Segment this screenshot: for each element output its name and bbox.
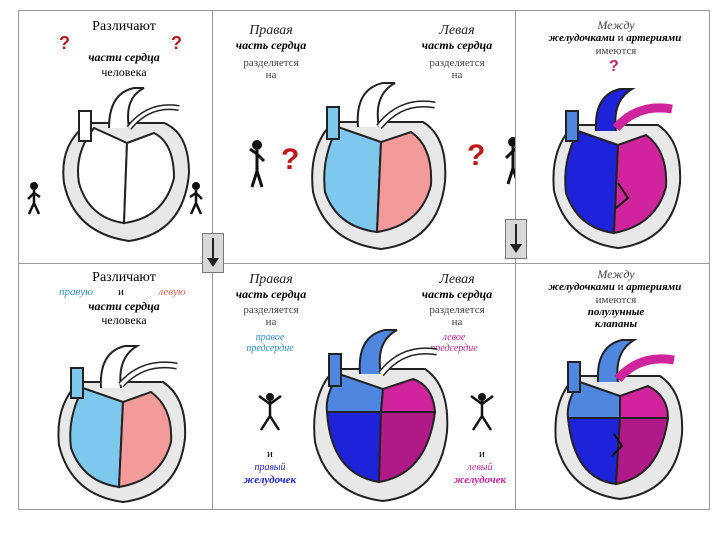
right-label: правую [51, 286, 101, 298]
heart-diagram-icon [51, 340, 191, 505]
left-part-subtitle: часть сердца [407, 288, 507, 301]
between-label: Между [576, 19, 656, 32]
heart-diagram-icon [305, 324, 455, 504]
right-part-subtitle: часть сердца [221, 288, 321, 301]
between-line: желудочками и артериями [520, 281, 710, 293]
valves-label: клапаны [556, 318, 676, 330]
left-part-title: Левая [417, 23, 497, 38]
stick-figure-icon [505, 136, 515, 186]
panel-heart-chambers-answer: Правая часть сердца разделяется на право… [213, 264, 515, 511]
panel-heart-parts-question: Различают ? ? части сердца человека [19, 11, 212, 263]
panel-heart-parts-answer: Различают правую и левую части сердца че… [19, 264, 212, 511]
arteries-label: артериями [626, 281, 681, 293]
left-part-divides: разделяется [407, 304, 507, 316]
right-part-divides: разделяется [221, 57, 321, 69]
semilunar-label: полулунные [556, 306, 676, 318]
right-part-title: Правая [231, 272, 311, 287]
left-part-subtitle: часть сердца [407, 39, 507, 52]
panel-title: Различают [79, 19, 169, 34]
ventricles-label: желудочками [549, 281, 615, 293]
stick-figure-icon [189, 181, 203, 215]
panel-title: Различают [79, 270, 169, 285]
label-human: человека [69, 314, 179, 327]
ventricles-label: желудочками [549, 32, 615, 44]
right-ventricle-label-2: желудочек [225, 474, 315, 486]
exist-label: имеются [576, 45, 656, 57]
and-label: и [472, 448, 492, 460]
right-part-title: Правая [231, 23, 311, 38]
diagram-grid: Различают ? ? части сердца человека Прав… [18, 10, 710, 510]
between-line: желудочками и артериями [520, 32, 710, 44]
and-label: и [111, 286, 131, 298]
question-mark: ? [467, 139, 485, 173]
question-mark: ? [281, 143, 299, 177]
and-label: и [260, 448, 280, 460]
and-label: и [618, 32, 624, 44]
left-part-title: Левая [417, 272, 497, 287]
heart-diagram-icon [49, 83, 199, 243]
stick-figure-icon [249, 139, 265, 189]
heart-diagram-icon [303, 77, 453, 252]
left-part-divides: разделяется [407, 57, 507, 69]
stick-figure-icon [467, 392, 497, 432]
panel-valves-question: Между желудочками и артериями имеются ? [516, 11, 711, 263]
left-label: левую [147, 286, 197, 298]
question-mark: ? [609, 58, 619, 76]
label-human: человека [69, 66, 179, 79]
right-ventricle-label: правый [225, 462, 315, 473]
and-label: и [618, 281, 624, 293]
panel-valves-answer: Между желудочками и артериями имеются по… [516, 264, 711, 511]
arteries-label: артериями [626, 32, 681, 44]
stick-figure-icon [255, 392, 285, 432]
panel-heart-halves-question: Правая часть сердца разделяется на Левая… [213, 11, 515, 263]
label-heart-parts: части сердца [69, 51, 179, 64]
right-part-divides: разделяется [221, 304, 321, 316]
right-part-subtitle: часть сердца [221, 39, 321, 52]
between-label: Между [576, 268, 656, 281]
heart-diagram-icon [548, 334, 688, 504]
stick-figure-icon [27, 181, 41, 215]
down-arrow-icon [202, 233, 224, 273]
right-atrium-label: правое предсердие [225, 332, 315, 354]
down-arrow-icon [505, 219, 527, 259]
heart-diagram-icon [546, 83, 686, 253]
label-heart-parts: части сердца [69, 300, 179, 313]
exist-label: имеются [576, 294, 656, 306]
